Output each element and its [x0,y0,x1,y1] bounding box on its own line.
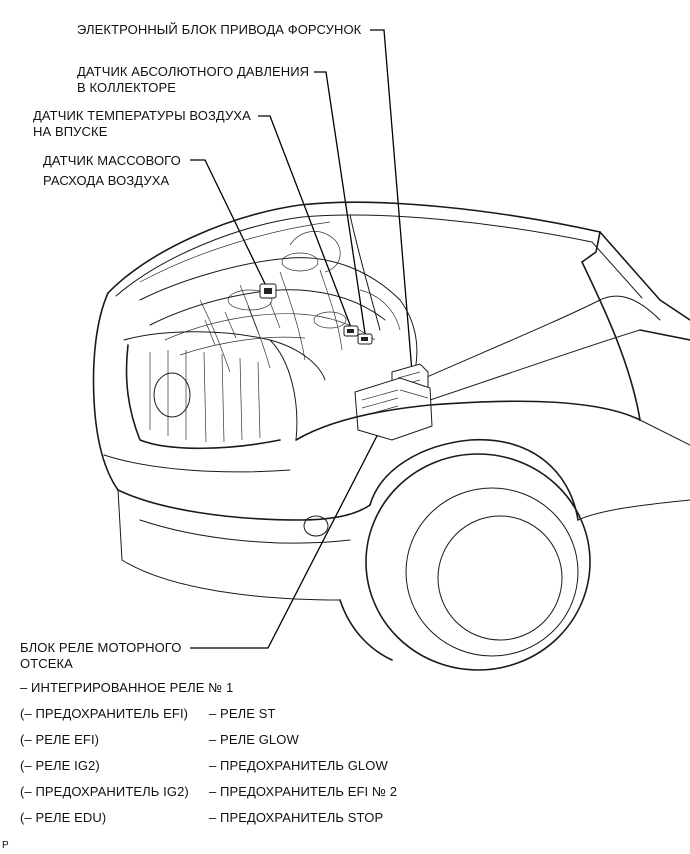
corner-mark: P [2,840,9,851]
label-map-sensor-line1: ДАТЧИК АБСОЛЮТНОГО ДАВЛЕНИЯ [77,64,310,79]
relay-item-left: (– РЕЛЕ IG2) [20,758,100,773]
label-iat-sensor-line2: НА ВПУСКЕ [33,124,108,139]
relay-item-left: (– РЕЛЕ EDU) [20,810,107,825]
hood [107,201,601,331]
relay-item-left: (– РЕЛЕ EFI) [20,732,100,747]
relay-item-right: – ПРЕДОХРАНИТЕЛЬ EFI № 2 [209,784,398,799]
relay-item-left: (– ПРЕДОХРАНИТЕЛЬ EFI) [20,706,189,721]
label-relay-block-line1: БЛОК РЕЛЕ МОТОРНОГО [20,640,182,655]
engine-compartment [139,231,433,441]
label-maf-sensor-line1: ДАТЧИК МАССОВОГО [43,153,181,168]
front-fascia [92,292,371,601]
leader-lines [190,29,413,649]
label-iat-sensor-line1: ДАТЧИК ТЕМПЕРАТУРЫ ВОЗДУХА [33,108,251,123]
relay-item-integrated: – ИНТЕГРИРОВАННОЕ РЕЛЕ № 1 [20,680,234,695]
fender-and-wheel [295,400,690,671]
label-injector-driver: ЭЛЕКТРОННЫЙ БЛОК ПРИВОДА ФОРСУНОК [77,22,362,37]
body-upper [419,231,690,421]
label-maf-sensor-line2: РАСХОДА ВОЗДУХА [43,173,170,188]
relay-item-right: – ПРЕДОХРАНИТЕЛЬ GLOW [209,758,388,773]
relay-item-right: – РЕЛЕ GLOW [209,732,299,747]
label-map-sensor-line2: В КОЛЛЕКТОРЕ [77,80,176,95]
label-relay-block-line2: ОТСЕКА [20,656,73,671]
relay-item-right: – ПРЕДОХРАНИТЕЛЬ STOP [209,810,384,825]
relay-item-left: (– ПРЕДОХРАНИТЕЛЬ IG2) [20,784,189,799]
relay-item-right: – РЕЛЕ ST [209,706,276,721]
